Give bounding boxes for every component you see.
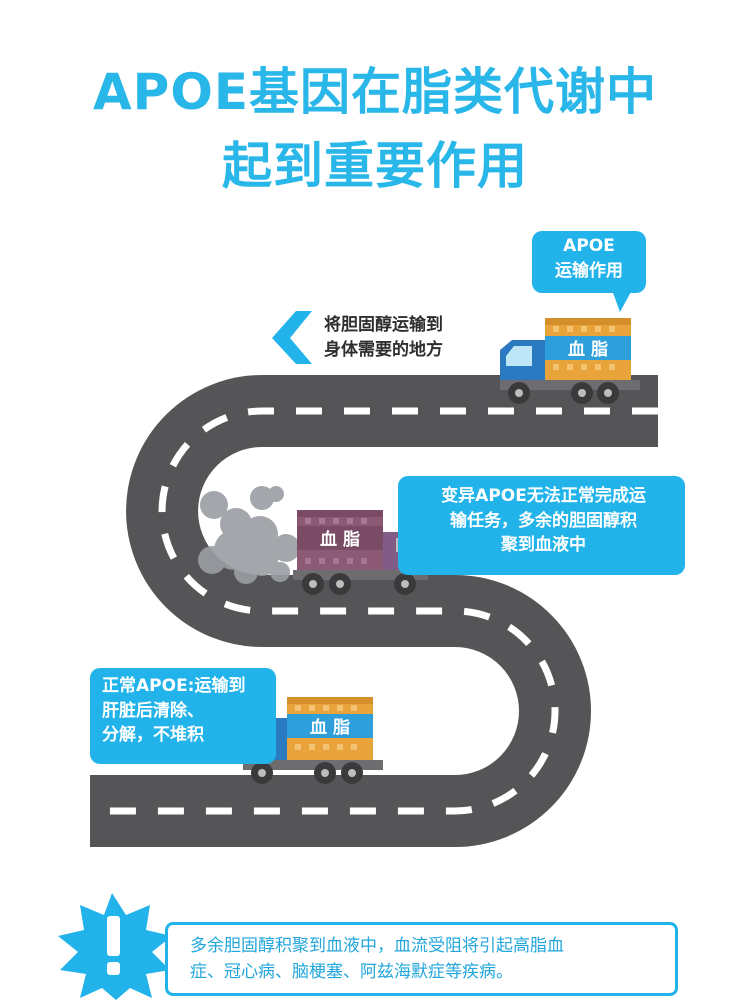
apoe-bubble-tail: [612, 290, 632, 312]
transport-line-1: 将胆固醇运输到: [324, 315, 443, 335]
mutant-line-2: 输任务，多余的胆固醇积: [450, 510, 637, 531]
apoe-bubble-line-2: 运输作用: [555, 260, 623, 281]
truck-mutant-label: 血 脂: [320, 529, 360, 550]
normal-line-1: 正常APOE:运输到: [102, 676, 246, 696]
title-line-1: APOE基因在脂类代谢中: [92, 63, 657, 121]
normal-apoe-bubble: 正常APOE:运输到 肝脏后清除、 分解，不堆积: [90, 668, 276, 764]
truck-normal-label: 血 脂: [310, 717, 350, 738]
mutant-line-1: 变异APOE无法正常完成运: [441, 486, 646, 506]
title-line-2: 起到重要作用: [222, 137, 528, 195]
warning-line-2: 症、冠心病、脑梗塞、阿兹海默症等疾病。: [190, 962, 513, 983]
normal-line-2: 肝脏后清除、: [102, 700, 204, 721]
transport-caption: 将胆固醇运输到 身体需要的地方: [324, 313, 443, 362]
mutant-apoe-bubble: 变异APOE无法正常完成运 输任务，多余的胆固醇积 聚到血液中: [398, 476, 685, 575]
warning-box: 多余胆固醇积聚到血液中，血流受阻将引起高脂血 症、冠心病、脑梗塞、阿兹海默症等疾…: [165, 922, 678, 996]
normal-line-3: 分解，不堆积: [102, 725, 204, 746]
mutant-line-3: 聚到血液中: [501, 535, 586, 556]
exclamation-icon: [58, 893, 172, 1000]
apoe-bubble: APOE 运输作用: [532, 231, 646, 293]
truck-top: [500, 318, 640, 404]
transport-line-2: 身体需要的地方: [324, 339, 443, 360]
winding-road: [90, 375, 658, 847]
truck-normal: [243, 697, 383, 784]
direction-arrow-icon: [272, 311, 312, 364]
apoe-bubble-line-1: APOE: [563, 236, 615, 256]
truck-top-label: 血 脂: [568, 339, 608, 360]
exhaust-smoke-icon: [198, 486, 300, 584]
warning-line-1: 多余胆固醇积聚到血液中，血流受阻将引起高脂血: [190, 936, 564, 956]
